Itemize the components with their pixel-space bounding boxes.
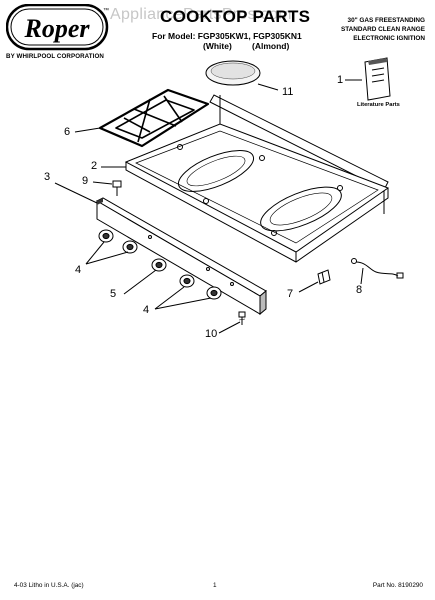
spec-line-3: ELECTRONIC IGNITION	[353, 35, 425, 42]
leader-line-6	[74, 127, 101, 133]
leader-line-10	[218, 321, 241, 334]
knob-1	[98, 229, 114, 243]
callout-2: 2	[91, 160, 98, 172]
callout-9: 9	[82, 175, 89, 187]
logo-brand-text: Roper	[24, 14, 91, 43]
literature-parts-icon	[364, 57, 391, 101]
callout-5: 5	[110, 288, 117, 300]
callout-11: 11	[282, 86, 294, 98]
wire-harness-icon	[351, 258, 404, 279]
knob-5	[206, 286, 222, 300]
leader-line-7	[298, 281, 319, 293]
callout-1: 1	[337, 74, 344, 86]
footer-litho: 4-03 Litho in U.S.A. (jac)	[14, 582, 84, 589]
leader-line-4d	[154, 297, 212, 310]
callout-10: 10	[205, 328, 218, 340]
variant-almond: (Almond)	[252, 41, 290, 51]
leader-line-4c	[154, 286, 185, 310]
leader-line-3	[54, 182, 98, 204]
roper-logo: Roper ™	[5, 3, 110, 52]
footer-page-number: 1	[213, 582, 217, 589]
callout-7: 7	[287, 288, 294, 300]
control-knobs	[98, 229, 222, 300]
knob-3	[151, 258, 167, 272]
clip-icon	[317, 269, 331, 285]
leader-line-9	[92, 181, 113, 185]
page-title: COOKTOP PARTS	[160, 7, 311, 26]
literature-caption: Literature Parts	[357, 102, 400, 108]
callout-6: 6	[64, 126, 71, 138]
roper-logo-graphic: Roper ™	[5, 3, 109, 51]
model-line: For Model: FGP305KW1, FGP305KN1	[152, 31, 302, 41]
leader-line-4a	[85, 241, 105, 265]
screw-icon-9	[112, 180, 122, 196]
leader-line-5	[123, 269, 157, 295]
screw-icon-10	[238, 311, 246, 325]
callout-3: 3	[44, 171, 51, 183]
burner-cover-icon	[205, 60, 261, 86]
leader-line-8	[360, 267, 364, 285]
trademark-symbol: ™	[103, 7, 109, 14]
callout-4-upper: 4	[75, 264, 82, 276]
variant-white: (White)	[203, 41, 232, 51]
leader-line-4b	[85, 251, 129, 265]
callout-4-lower: 4	[143, 304, 150, 316]
cooktop-panel-icon	[124, 94, 390, 263]
manifold-panel-icon	[95, 197, 267, 316]
callout-8: 8	[356, 284, 363, 296]
burner-grate-icon	[98, 88, 210, 148]
footer-part-number: Part No. 8190290	[372, 582, 423, 589]
watermark-text: AppliancePartsPros.com	[110, 6, 292, 23]
knob-4	[179, 274, 195, 288]
knob-2	[122, 240, 138, 254]
leader-line-11	[257, 83, 279, 91]
spec-line-2: STANDARD CLEAN RANGE	[340, 26, 425, 33]
spec-line-1: 30" GAS FREESTANDING	[347, 17, 425, 24]
logo-corporation: BY WHIRLPOOL CORPORATION	[6, 53, 104, 60]
